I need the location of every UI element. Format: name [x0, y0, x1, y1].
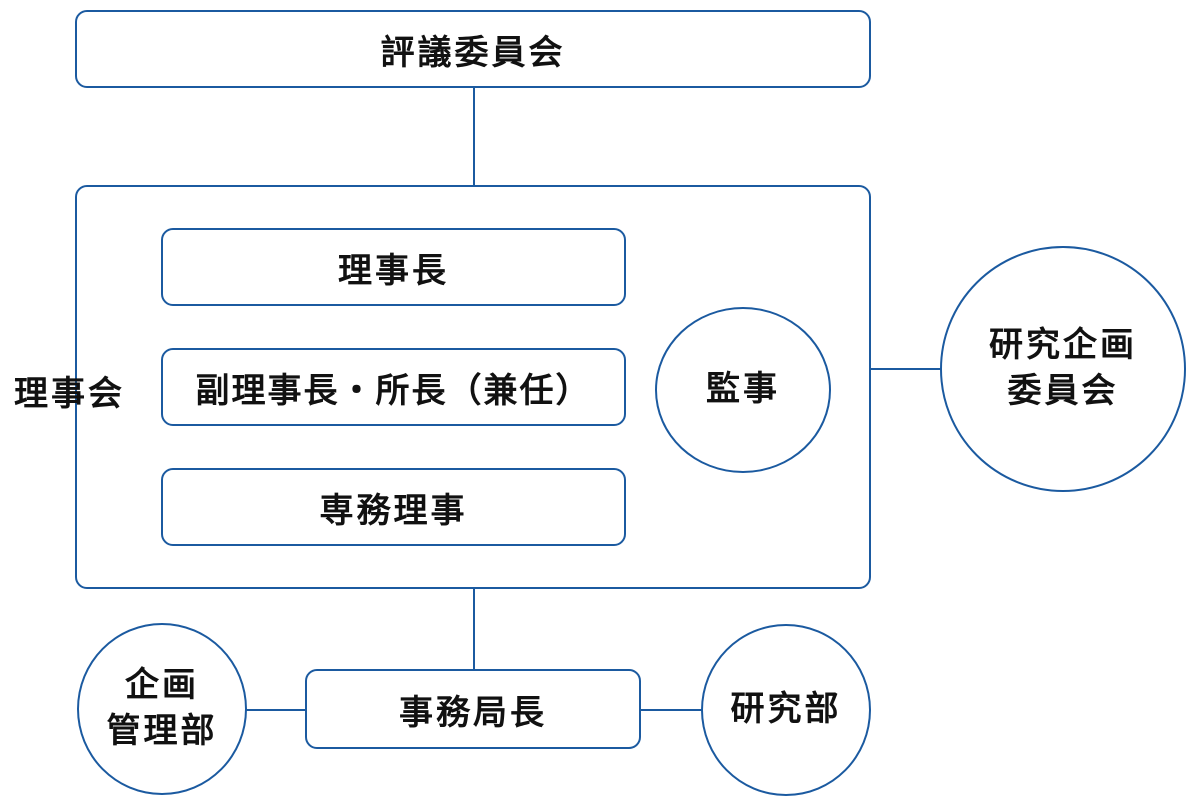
- connector-planning-secretary: [246, 709, 306, 711]
- planning-dept-line1: 企画: [125, 665, 199, 706]
- research-committee-circle: 研究企画 委員会: [940, 246, 1186, 492]
- connector-board-research-committee: [871, 368, 941, 370]
- chair-label: 理事長: [338, 250, 449, 291]
- connector-council-board: [473, 87, 475, 186]
- research-dept-circle: 研究部: [701, 624, 871, 796]
- planning-dept-line2: 管理部: [106, 711, 218, 751]
- research-committee-line1: 研究企画: [989, 325, 1137, 366]
- research-dept-label: 研究部: [730, 689, 842, 730]
- research-committee-line2: 委員会: [1007, 371, 1119, 411]
- executive-director-label: 専務理事: [319, 490, 468, 531]
- board-label: 理事会: [14, 374, 125, 414]
- executive-director-box: 専務理事: [161, 468, 626, 546]
- secretary-general-label: 事務局長: [399, 692, 547, 733]
- council-label: 評議委員会: [380, 32, 566, 73]
- planning-dept-circle: 企画 管理部: [77, 623, 247, 795]
- vice-chair-box: 副理事長・所長（兼任）: [161, 348, 626, 426]
- secretary-general-box: 事務局長: [305, 669, 641, 749]
- connector-board-secretary: [473, 588, 475, 670]
- chair-box: 理事長: [161, 228, 626, 306]
- auditor-circle: 監事: [655, 307, 831, 473]
- council-box: 評議委員会: [75, 10, 871, 88]
- connector-secretary-research: [640, 709, 702, 711]
- auditor-label: 監事: [706, 369, 780, 410]
- vice-chair-label: 副理事長・所長（兼任）: [195, 370, 592, 411]
